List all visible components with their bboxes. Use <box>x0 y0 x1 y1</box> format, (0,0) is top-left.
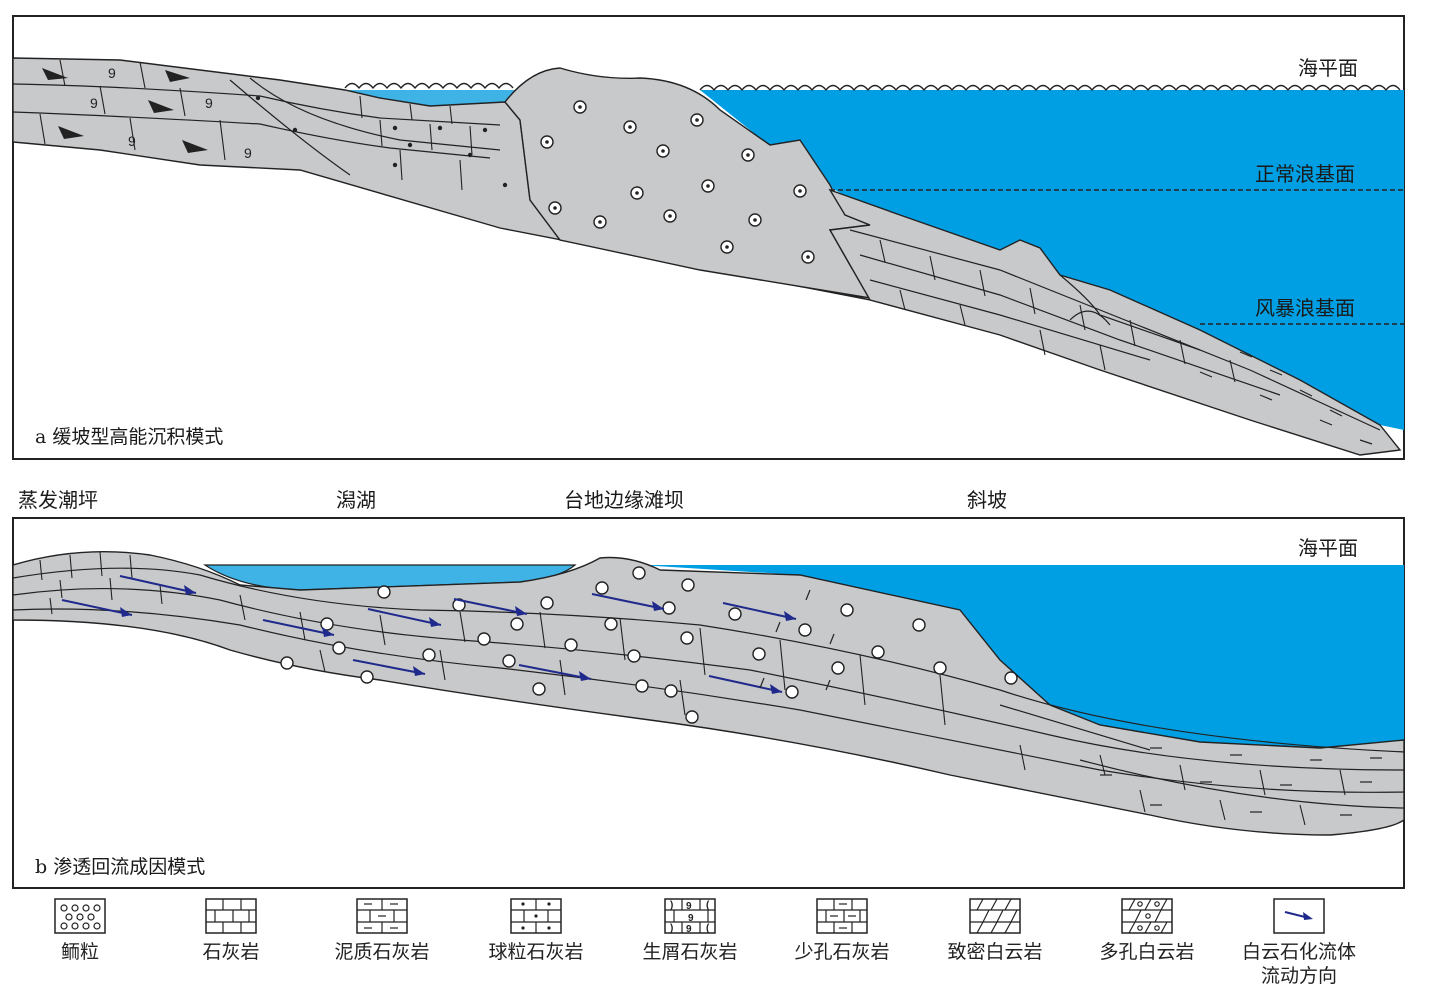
storm-wave-base-label: 风暴浪基面 <box>1255 296 1355 320</box>
legend-label-oolite: 鲕粒 <box>60 941 99 963</box>
legend-item-pellet-limestone: 球粒石灰岩 <box>471 898 601 964</box>
svg-text:): ) <box>670 900 673 911</box>
legend-label-fluid-flow: 白云石化流体 流动方向 <box>1234 940 1364 988</box>
legend-label-argillaceous-limestone: 泥质石灰岩 <box>334 941 430 963</box>
legend-label-low-porosity-limestone: 少孔石灰岩 <box>794 941 890 963</box>
porous-dolomite-pattern-icon <box>1121 898 1173 934</box>
svg-text:9: 9 <box>244 145 252 161</box>
panel-a-mud-dashes <box>1199 351 1373 445</box>
panel-a-slope <box>828 188 1402 456</box>
low-porosity-limestone-pattern-icon <box>816 898 868 934</box>
svg-text:9: 9 <box>128 133 136 149</box>
legend-label-fluid-flow-line2: 流动方向 <box>1260 965 1337 987</box>
lagoon-waves <box>344 82 514 90</box>
legend-label-fluid-flow-line1: 白云石化流体 <box>1241 941 1356 963</box>
svg-text:(: ( <box>706 900 710 911</box>
fluid-flow-arrow-icon <box>1273 898 1325 934</box>
panel-a-caption: a 缓坡型高能沉积模式 <box>35 426 224 448</box>
panel-a-lagoon <box>345 90 515 106</box>
zone-label-lagoon: 潟湖 <box>336 488 376 512</box>
panel-b-caption: b 渗透回流成因模式 <box>35 856 206 878</box>
svg-text:9: 9 <box>205 95 213 111</box>
panel-a-sea-level-label: 海平面 <box>1298 56 1358 80</box>
zone-label-evaporite-flat: 蒸发潮坪 <box>18 488 98 512</box>
panel-a-bioclast-marks <box>42 68 208 153</box>
svg-text:): ) <box>670 923 673 934</box>
svg-text:9: 9 <box>90 95 98 111</box>
limestone-pattern-icon <box>205 898 257 934</box>
svg-text:(: ( <box>706 923 710 934</box>
tight-dolomite-pattern-icon <box>969 898 1021 934</box>
legend-item-tight-dolomite: 致密白云岩 <box>930 898 1060 964</box>
panel-a-waves <box>699 84 1401 92</box>
panel-a-ooid-cores <box>255 95 810 259</box>
pellet-limestone-pattern-icon <box>510 898 562 934</box>
legend-label-bioclastic-limestone: 生屑石灰岩 <box>642 941 738 963</box>
legend-item-fluid-flow-direction: 白云石化流体 流动方向 <box>1234 898 1364 988</box>
zone-label-slope: 斜坡 <box>967 488 1007 512</box>
legend-label-pellet-limestone: 球粒石灰岩 <box>488 941 584 963</box>
panel-b-sea-level-label: 海平面 <box>1298 536 1358 560</box>
panel-a-joints <box>39 59 1236 383</box>
bioclastic-limestone-pattern-icon: 999 )()( <box>664 898 716 934</box>
svg-text:9: 9 <box>686 924 692 934</box>
svg-text:9: 9 <box>108 65 116 81</box>
svg-text:9: 9 <box>688 913 694 924</box>
normal-wave-base-label: 正常浪基面 <box>1255 162 1355 186</box>
legend-item-low-porosity-limestone: 少孔石灰岩 <box>777 898 907 964</box>
svg-text:9: 9 <box>686 901 692 912</box>
legend-label-porous-dolomite: 多孔白云岩 <box>1099 941 1195 963</box>
argillaceous-limestone-pattern-icon <box>356 898 408 934</box>
legend-item-limestone: 石灰岩 <box>166 898 296 964</box>
oolite-pattern-icon <box>54 898 106 934</box>
legend-item-argillaceous-limestone: 泥质石灰岩 <box>317 898 447 964</box>
legend-item-porous-dolomite: 多孔白云岩 <box>1082 898 1212 964</box>
legend-label-tight-dolomite: 致密白云岩 <box>947 941 1043 963</box>
zone-label-platform-margin-shoal: 台地边缘滩坝 <box>564 488 684 512</box>
legend-item-oolite: 鲕粒 <box>15 898 145 964</box>
legend-label-limestone: 石灰岩 <box>202 941 260 963</box>
